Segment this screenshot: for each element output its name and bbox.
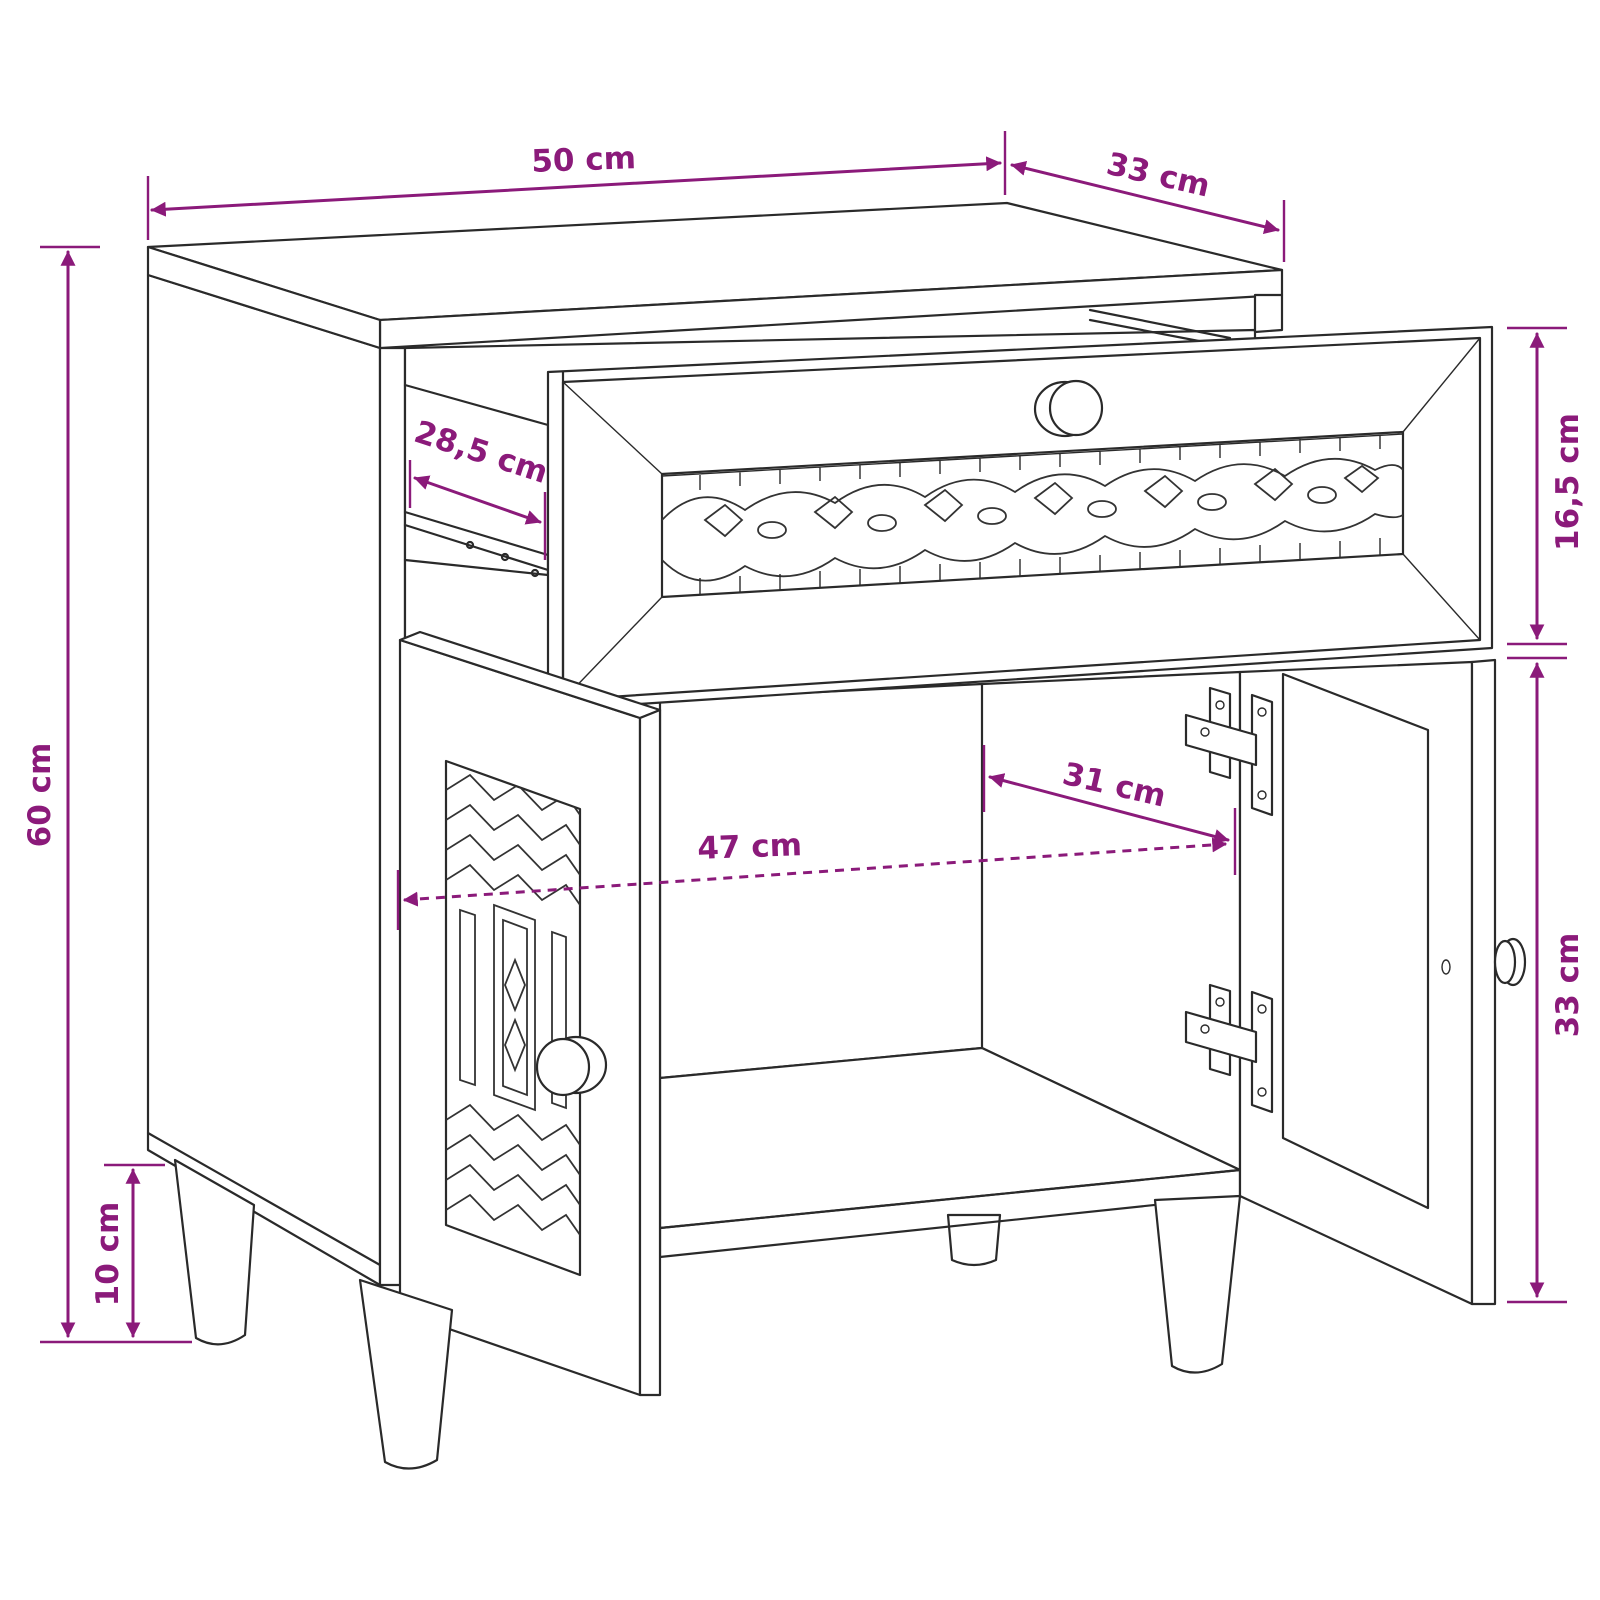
hinge-bottom	[1184, 983, 1274, 1114]
drawer-carving	[662, 433, 1403, 596]
label-inner-width: 47 cm	[697, 827, 803, 867]
dimension-annotations	[40, 131, 1567, 1344]
label-leg-height: 10 cm	[90, 1202, 126, 1307]
leg-back	[946, 1213, 1002, 1267]
label-height: 60 cm	[22, 743, 58, 848]
nightstand-illustration	[146, 201, 1527, 1470]
door-right-knob	[1493, 937, 1527, 987]
label-drawer-height: 16,5 cm	[1550, 413, 1586, 551]
label-inner-depth: 31 cm	[1059, 756, 1169, 815]
hinge-top	[1184, 686, 1274, 817]
label-depth: 33 cm	[1103, 146, 1213, 205]
cabinet-bottom	[658, 1046, 1242, 1230]
cabinet-interior	[658, 682, 984, 1080]
door-left-knob	[535, 1035, 608, 1097]
door-left	[398, 638, 642, 1397]
leg-front-center	[358, 1278, 454, 1470]
side-panel-left	[146, 273, 382, 1287]
drawer-front	[546, 325, 1494, 712]
label-width: 50 cm	[531, 140, 637, 180]
door-right	[1238, 660, 1474, 1306]
leg-front-right	[1153, 1194, 1242, 1374]
drawer-knob	[1033, 379, 1104, 438]
label-cabinet-height: 33 cm	[1550, 933, 1586, 1038]
leg-front-left	[173, 1158, 256, 1346]
